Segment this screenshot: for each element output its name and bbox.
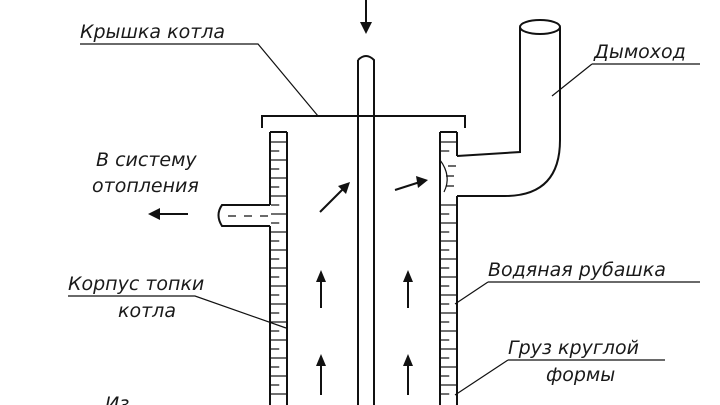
flow-arrow-up-2 — [403, 270, 413, 308]
label-heating-line1: В систему — [96, 149, 197, 171]
label-cut-bottom: Из — [105, 393, 129, 405]
leader-lines — [68, 43, 700, 396]
heating-outlet-pipe — [148, 204, 270, 227]
flow-arrow-left-diag — [319, 182, 350, 213]
flow-arrow-up-3 — [316, 354, 326, 395]
label-water-jacket: Водяная рубашка — [488, 259, 666, 281]
chimney-pipe — [439, 19, 561, 197]
label-firebox-line2: котла — [118, 300, 176, 322]
label-firebox-line1: Корпус топки — [68, 273, 204, 295]
label-lid: Крышка котла — [80, 21, 225, 43]
label-weight-line1: Груз круглой — [508, 337, 639, 359]
label-chimney: Дымоход — [593, 41, 686, 63]
flow-arrow-right-diag — [394, 176, 428, 191]
flow-arrow-up-1 — [316, 270, 326, 308]
left-wall — [269, 131, 288, 405]
flow-arrow-up-4 — [403, 354, 413, 395]
label-heating-line2: отопления — [92, 175, 199, 197]
label-weight-line2: формы — [546, 364, 615, 386]
right-wall — [439, 131, 458, 405]
top-arrow — [360, 0, 372, 34]
central-rod — [357, 55, 375, 405]
boiler-lid — [261, 115, 466, 128]
